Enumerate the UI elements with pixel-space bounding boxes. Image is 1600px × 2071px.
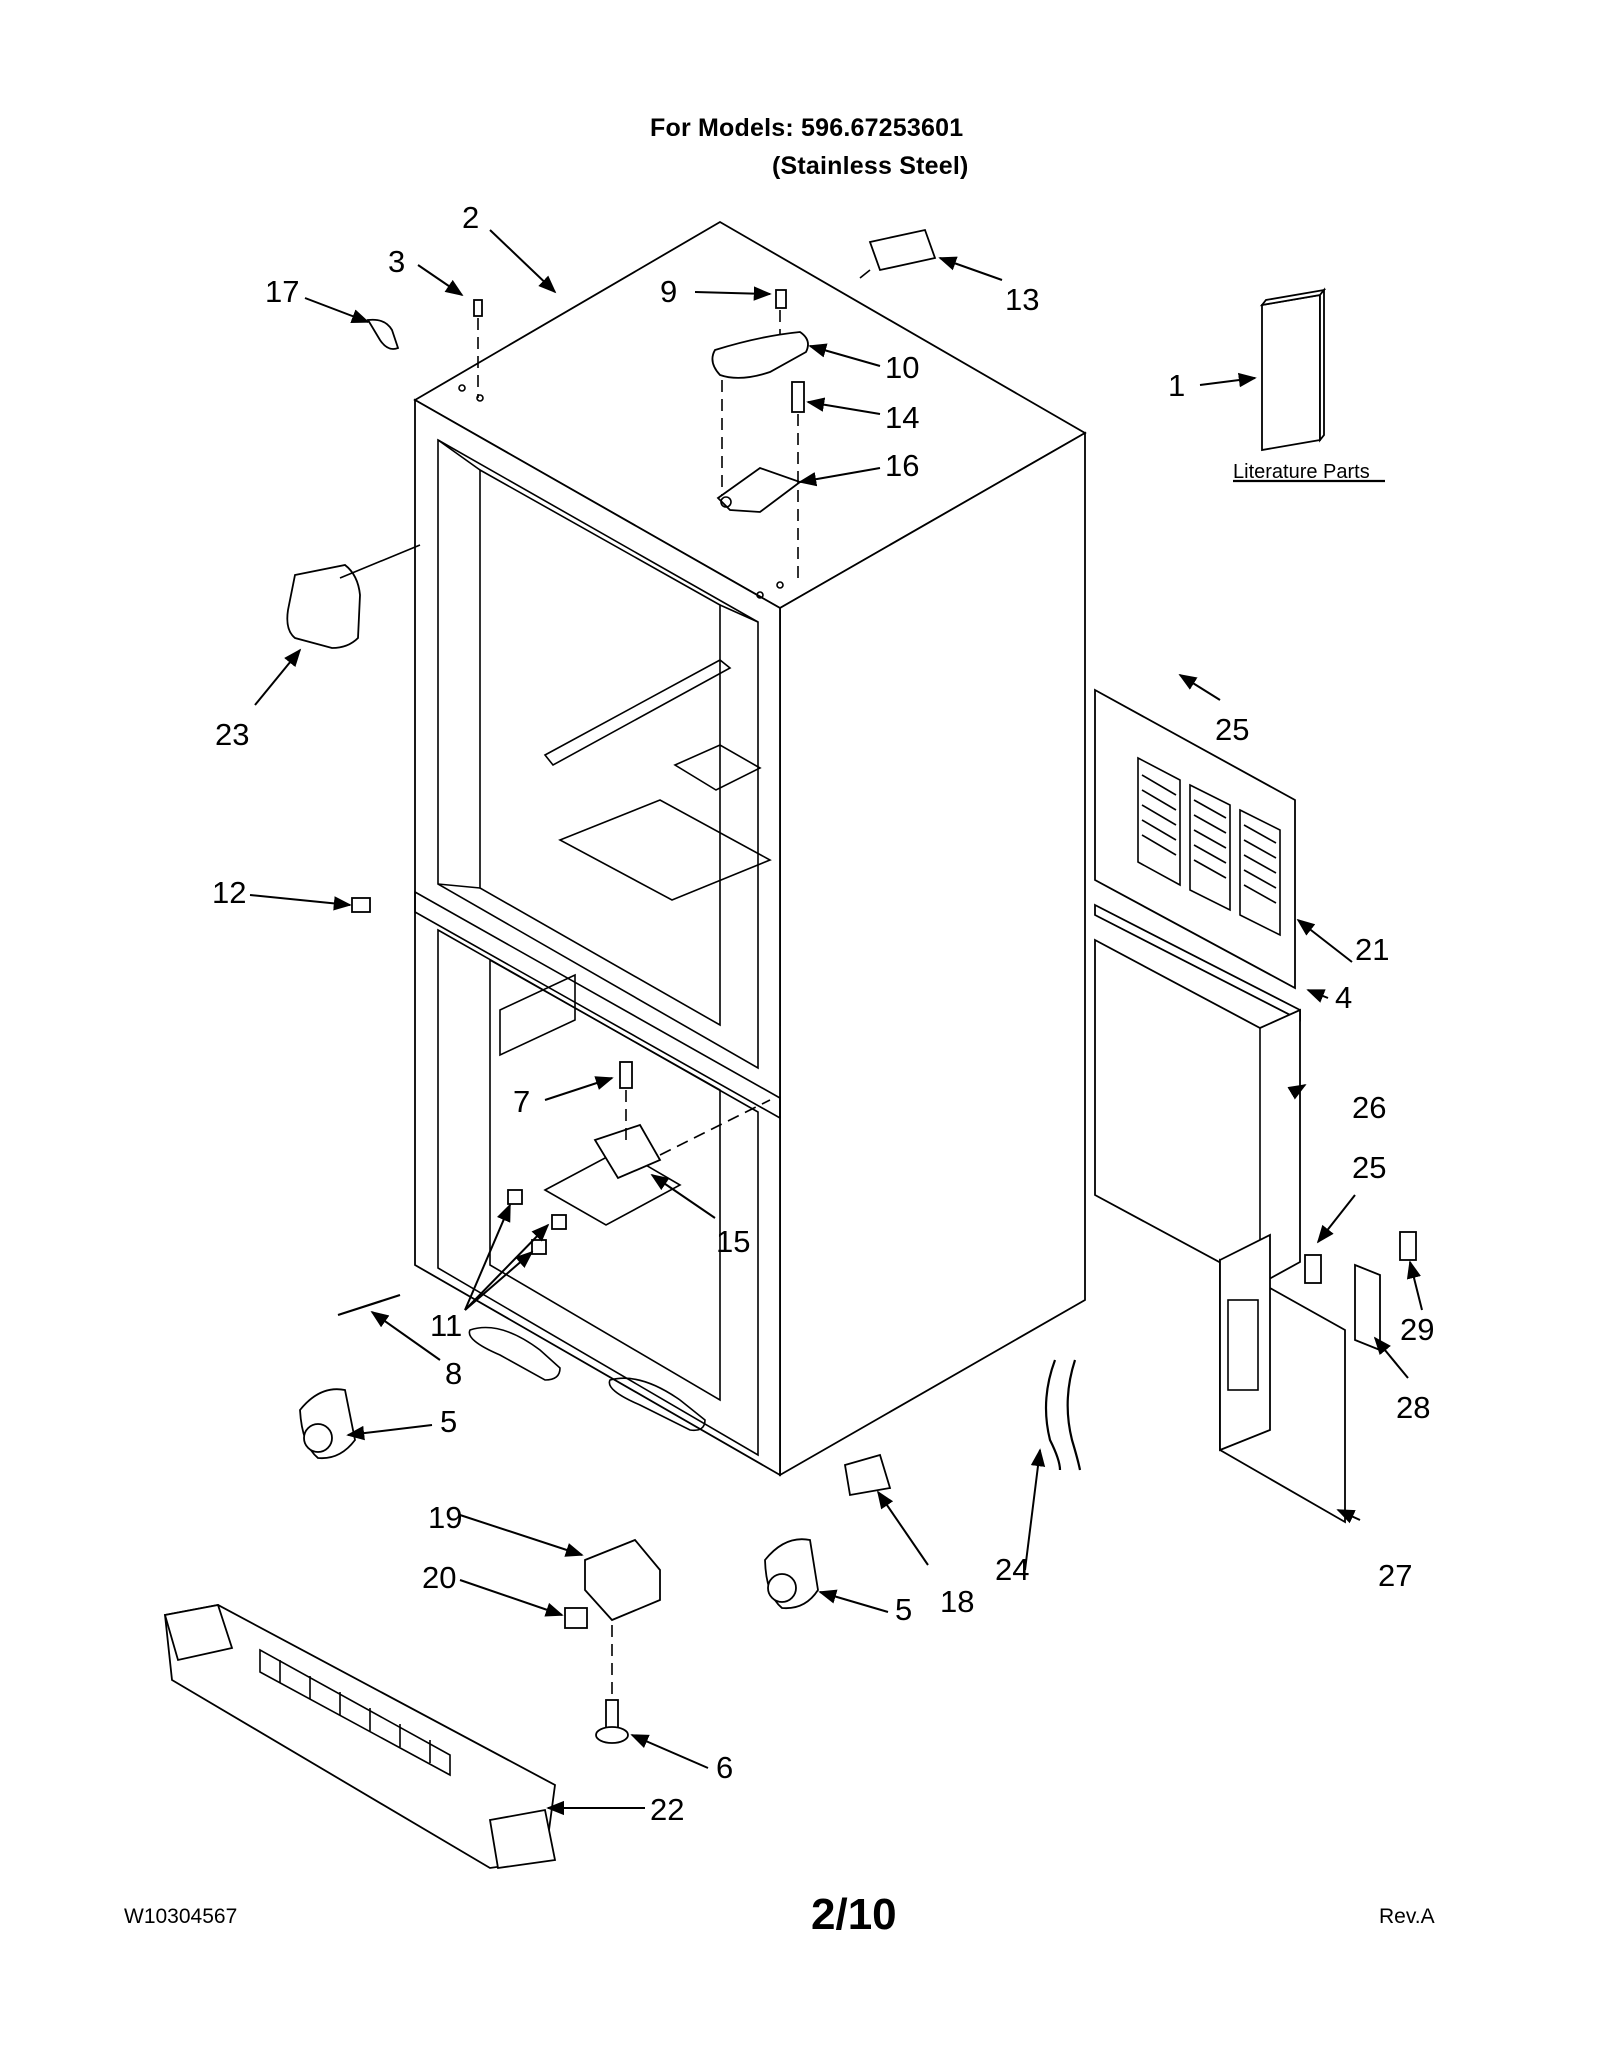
callout-17: 17 — [265, 274, 299, 309]
callout-27: 27 — [1378, 1558, 1412, 1593]
page-number: 2/10 — [811, 1890, 897, 1939]
toe-grille — [163, 1603, 557, 1870]
finish-heading: (Stainless Steel) — [772, 152, 969, 180]
condenser-cover — [1094, 688, 1301, 1286]
document-number: W10304567 — [124, 1905, 238, 1928]
callout-8: 8 — [445, 1356, 462, 1391]
callout-20: 20 — [422, 1560, 456, 1595]
callout-24: 24 — [995, 1552, 1029, 1587]
callout-23: 23 — [215, 717, 249, 752]
callout-7: 7 — [513, 1084, 530, 1119]
callout-4: 4 — [1335, 980, 1352, 1015]
freezer-hardware — [337, 897, 771, 1317]
callout-22: 22 — [650, 1792, 684, 1827]
callout-11: 11 — [430, 1308, 462, 1343]
callout-26: 26 — [1352, 1090, 1386, 1125]
rollers — [299, 1388, 819, 1610]
callout-25b: 25 — [1352, 1150, 1386, 1185]
callout-9: 9 — [660, 274, 677, 309]
vent-slats — [1141, 774, 1277, 904]
control-bracket — [1219, 1231, 1417, 1524]
callout-numbers: 1 2 3 4 5 5 6 7 8 9 10 11 12 13 14 15 16… — [212, 200, 1434, 1827]
revision-label: Rev.A — [1379, 1905, 1435, 1928]
drain-tube — [843, 1359, 1082, 1497]
refrigerator-cabinet — [413, 220, 1087, 1477]
callout-5b: 5 — [895, 1592, 912, 1627]
callout-14: 14 — [885, 400, 919, 435]
callout-29: 29 — [1400, 1312, 1434, 1347]
leader-lines — [249, 229, 1423, 1816]
callout-25a: 25 — [1215, 712, 1249, 747]
callout-6: 6 — [716, 1750, 733, 1785]
icemaker-label — [286, 544, 421, 649]
callout-18: 18 — [940, 1584, 974, 1619]
models-heading: For Models: 596.67253601 — [650, 114, 964, 142]
literature-parts: Literature Parts — [1233, 287, 1385, 483]
callout-16: 16 — [885, 448, 919, 483]
callout-1: 1 — [1168, 368, 1185, 403]
callout-2: 2 — [462, 200, 479, 235]
top-hinge-assembly — [366, 228, 937, 585]
callout-15: 15 — [716, 1224, 750, 1259]
callout-5a: 5 — [440, 1404, 457, 1439]
callout-13: 13 — [1005, 282, 1039, 317]
callout-3: 3 — [388, 244, 405, 279]
literature-label: Literature Parts — [1233, 461, 1370, 483]
callout-21: 21 — [1355, 932, 1389, 967]
callout-10: 10 — [885, 350, 919, 385]
leveling-bracket — [564, 1538, 661, 1744]
callout-19: 19 — [428, 1500, 462, 1535]
callout-28: 28 — [1396, 1390, 1430, 1425]
callout-12: 12 — [212, 875, 246, 910]
